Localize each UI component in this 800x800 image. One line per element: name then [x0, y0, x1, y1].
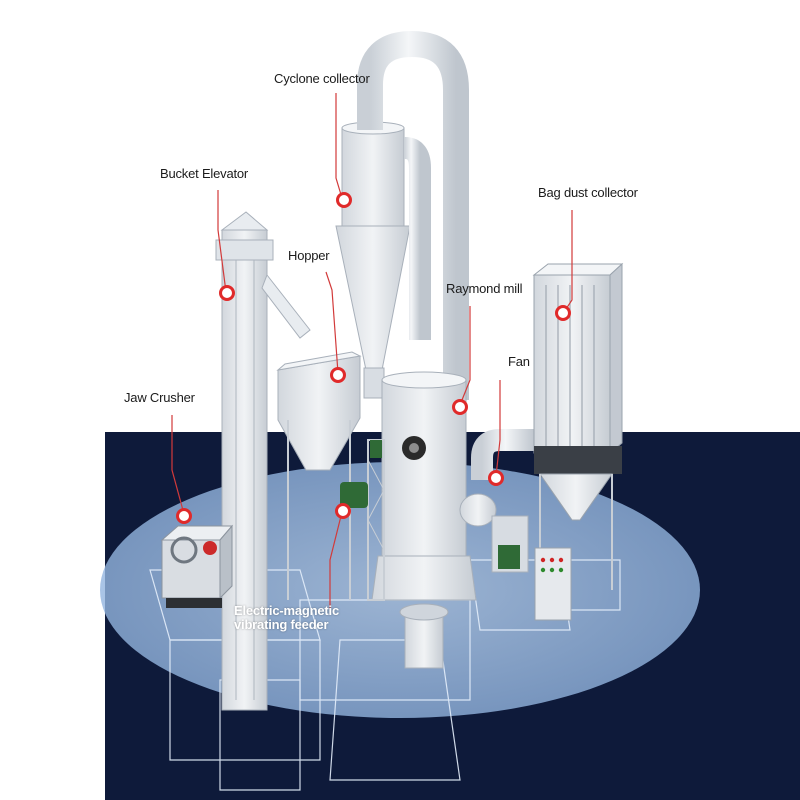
label-bucket-elevator: Bucket Elevator: [160, 166, 249, 181]
label-vibrating-feeder-line1: Electric-magnetic: [234, 603, 339, 618]
label-jaw-crusher: Jaw Crusher: [124, 390, 195, 405]
hopper-machine: [276, 351, 362, 600]
label-vibrating-feeder-line2: vibrating feeder: [234, 617, 329, 632]
bucket-elevator-marker: [219, 285, 235, 301]
label-raymond-mill: Raymond mill: [446, 281, 523, 296]
jaw-crusher-machine: [160, 524, 234, 608]
bag-dust-collector-marker: [555, 305, 571, 321]
raymond-mill-marker: [452, 399, 468, 415]
label-bag-dust-collector: Bag dust collector: [538, 185, 638, 200]
vibrating-feeder-marker: [335, 503, 351, 519]
label-cyclone-collector: Cyclone collector: [274, 71, 370, 86]
marker-dots: [176, 192, 571, 524]
cyclone-collector-machine: [335, 30, 469, 400]
fan-marker: [488, 470, 504, 486]
jaw-crusher-marker: [176, 508, 192, 524]
raymond-mill-machine: [340, 371, 477, 669]
label-hopper: Hopper: [288, 248, 330, 263]
label-fan: Fan: [508, 354, 530, 369]
hopper-marker: [330, 367, 346, 383]
bucket-elevator-machine: [215, 211, 311, 711]
cyclone-collector-marker: [336, 192, 352, 208]
label-vibrating-feeder: Electric-magnetic vibrating feeder: [234, 604, 344, 632]
